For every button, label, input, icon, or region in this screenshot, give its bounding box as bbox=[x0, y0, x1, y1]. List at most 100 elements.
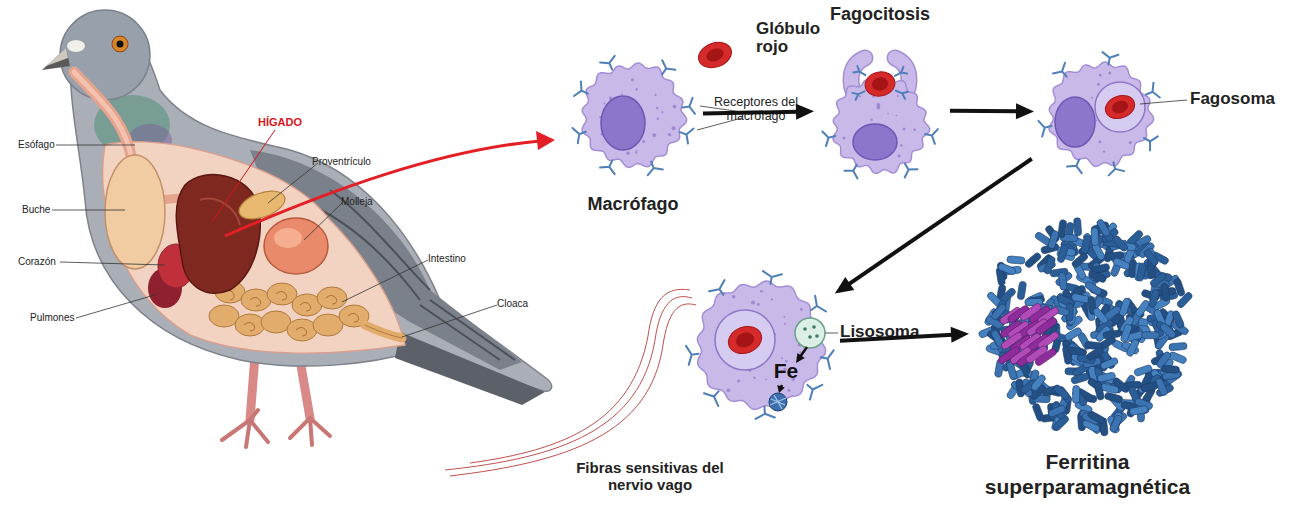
pigeon-intestine bbox=[235, 314, 265, 336]
macrophage-membrane bbox=[1049, 62, 1154, 167]
protein-helix bbox=[1047, 404, 1066, 418]
receptor-symbol bbox=[680, 129, 694, 144]
protein-helix bbox=[1119, 297, 1131, 316]
cytoplasm-granule bbox=[843, 137, 846, 140]
protein-helix bbox=[1086, 346, 1105, 361]
arrow-head bbox=[777, 385, 785, 393]
pigeon-intestine bbox=[317, 287, 347, 309]
cytoplasm-granule bbox=[626, 151, 630, 155]
leader-lines bbox=[304, 203, 342, 240]
highlighted-subunit bbox=[1036, 331, 1060, 350]
receptor-symbol bbox=[682, 98, 695, 114]
phagocytosis-cell-art bbox=[820, 50, 940, 170]
protein-helix bbox=[1129, 405, 1148, 415]
lysosome-granule bbox=[812, 325, 816, 329]
pigeon-intestine bbox=[287, 319, 317, 341]
pigeon-organs bbox=[176, 175, 260, 294]
receptor-symbol bbox=[852, 91, 864, 99]
protein-helix bbox=[1030, 374, 1047, 392]
protein-helix bbox=[1103, 330, 1122, 339]
receptor-symbol bbox=[1103, 52, 1119, 65]
free-red-blood-cell bbox=[704, 46, 725, 63]
cytoplasm-granule bbox=[604, 103, 606, 105]
red-blood-cell bbox=[1102, 92, 1138, 123]
pigeon-legs bbox=[222, 410, 268, 447]
protein-helix bbox=[1136, 263, 1147, 282]
protein-helix bbox=[1142, 332, 1160, 339]
pigeon-intestine bbox=[365, 325, 402, 338]
cytoplasm-granule bbox=[636, 88, 638, 90]
protein-helix bbox=[1073, 218, 1081, 236]
leader-lines bbox=[342, 260, 428, 302]
leader-lines bbox=[60, 262, 165, 265]
cytoplasm-granule bbox=[1103, 150, 1105, 152]
cytoplasm-granule bbox=[765, 379, 767, 381]
pigeon-head bbox=[67, 40, 85, 52]
macrophage-cell-art bbox=[573, 55, 693, 175]
flow-arrow bbox=[840, 327, 969, 343]
pigeon-legs bbox=[300, 360, 310, 418]
red-blood-cell bbox=[863, 70, 897, 99]
cytoplasm-granule bbox=[1099, 141, 1102, 144]
leader-lines bbox=[76, 294, 158, 318]
protein-helix bbox=[1155, 377, 1168, 396]
cytoplasm-granule bbox=[781, 357, 783, 359]
cytoplasm-granule bbox=[727, 389, 731, 393]
pigeon-cutaway bbox=[103, 142, 405, 353]
arrow-head bbox=[835, 277, 854, 294]
receptor-symbol bbox=[756, 407, 775, 419]
cytoplasm-granule bbox=[661, 111, 663, 113]
leader-line bbox=[1140, 100, 1187, 104]
iron-release-cell-art bbox=[690, 275, 830, 415]
protein-helix bbox=[1125, 338, 1139, 357]
cytoplasm-granule bbox=[1108, 72, 1111, 75]
protein-helix bbox=[1120, 323, 1132, 342]
node-label: Fe bbox=[766, 359, 806, 382]
cell-nucleus bbox=[853, 124, 897, 160]
arrow-shaft bbox=[848, 159, 1032, 285]
protein-helix bbox=[997, 262, 1016, 275]
pigeon-legs bbox=[250, 355, 255, 420]
cytoplasm-granule bbox=[870, 118, 873, 121]
protein-helix bbox=[1159, 322, 1177, 339]
red-blood-cell bbox=[863, 70, 897, 99]
node-label: Fagosoma bbox=[1190, 90, 1299, 109]
cytoplasm-granule bbox=[1091, 97, 1093, 99]
receptor-symbol bbox=[905, 164, 918, 178]
cytoplasm-granule bbox=[913, 129, 916, 132]
protein-helix bbox=[1094, 381, 1105, 400]
receptor-symbol bbox=[811, 296, 826, 312]
leader-lines bbox=[402, 305, 497, 337]
receptor-symbol bbox=[600, 161, 615, 175]
protein-helix bbox=[1058, 219, 1067, 238]
red-blood-cell bbox=[1110, 98, 1130, 115]
red-blood-cell bbox=[871, 76, 890, 92]
lysosome bbox=[795, 318, 825, 348]
receptor-symbol bbox=[896, 91, 908, 99]
cytoplasm-granule bbox=[800, 308, 803, 311]
receptor-symbol bbox=[572, 128, 586, 143]
cell-label: Glóbulo rojo bbox=[756, 20, 836, 56]
cytoplasm-granule bbox=[760, 290, 763, 293]
lysosome-granule bbox=[803, 327, 807, 331]
node-label: Fagocitosis bbox=[815, 5, 945, 25]
pigeon-cutaway bbox=[74, 72, 132, 160]
phagosome bbox=[1095, 82, 1145, 132]
cytoplasm-granule bbox=[784, 316, 786, 318]
pigeon-intestine bbox=[209, 281, 402, 341]
pigeon-head bbox=[117, 41, 124, 48]
flow-arrow bbox=[835, 159, 1032, 294]
cytoplasm-granule bbox=[887, 113, 889, 115]
pigeon-head bbox=[46, 48, 68, 66]
cytoplasm-granule bbox=[631, 78, 634, 81]
protein-helix bbox=[1100, 357, 1119, 370]
leader-lines bbox=[268, 163, 318, 203]
red-blood-cell bbox=[1102, 92, 1138, 123]
iron-release-arrow bbox=[800, 347, 807, 357]
receptor-symbol bbox=[807, 385, 822, 400]
leader-line bbox=[825, 333, 838, 334]
cytoplasm-granule bbox=[753, 377, 755, 379]
leader-lines bbox=[56, 145, 135, 146]
receptor-symbol bbox=[686, 346, 699, 365]
